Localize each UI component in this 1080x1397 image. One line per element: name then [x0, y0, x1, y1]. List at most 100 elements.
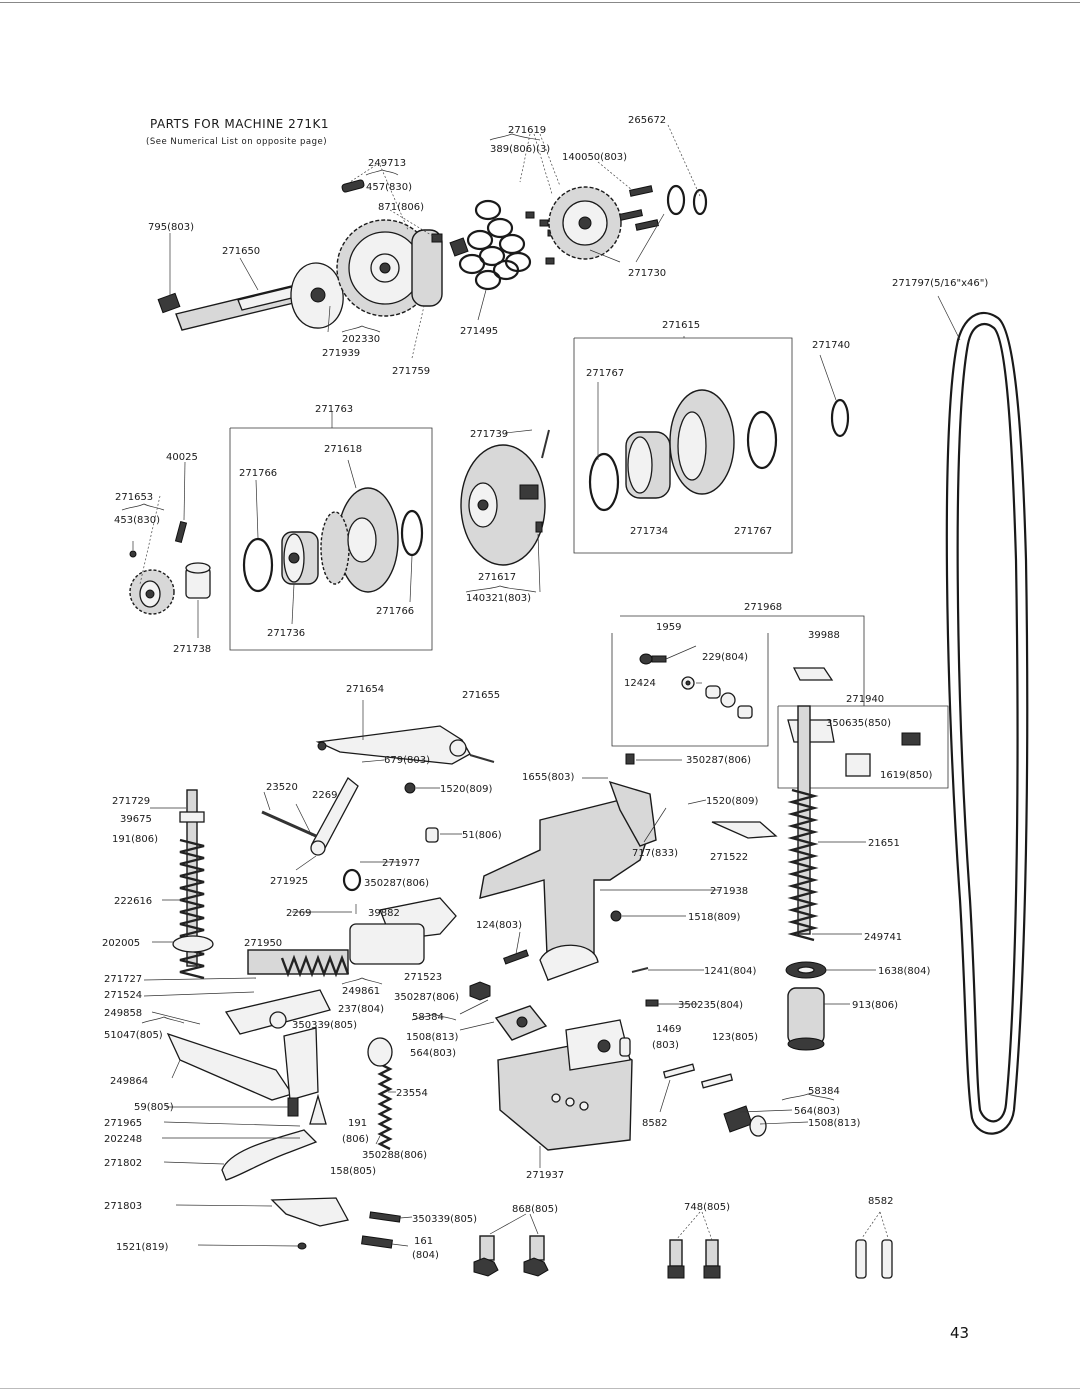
group-box-271763 [229, 427, 433, 651]
label-271739: 271739 [470, 429, 508, 440]
ring-271740 [830, 398, 850, 438]
block-58384-a [494, 1005, 548, 1041]
label-271655: 271655 [462, 690, 500, 701]
frame-271938 [479, 780, 657, 982]
spring-222616 [179, 838, 205, 980]
nut-1508-a [469, 981, 491, 1001]
label-271727: 271727 [104, 974, 142, 985]
label-271618: 271618 [324, 444, 362, 455]
ring-271767-right [746, 410, 778, 470]
label-271740: 271740 [812, 340, 850, 351]
label-51047: 51047(805) [104, 1030, 163, 1041]
label-124: 124(803) [476, 920, 522, 931]
label-271937: 271937 [526, 1170, 564, 1181]
screw-350235 [645, 999, 659, 1007]
label-1619: 1619(850) [880, 770, 932, 781]
label-271803: 271803 [104, 1201, 142, 1212]
label-158: 158(805) [330, 1166, 376, 1177]
label-21651: 21651 [868, 838, 900, 849]
page-number: 43 [950, 1324, 969, 1342]
screws-748 [667, 1239, 721, 1279]
label-2269-bottom: 2269 [286, 908, 311, 919]
label-271766-top: 271766 [239, 468, 277, 479]
label-249713: 249713 [368, 158, 406, 169]
label-271729: 271729 [112, 796, 150, 807]
group-box-271968 [620, 615, 865, 706]
label-803: (803) [652, 1040, 679, 1051]
label-350288: 350288(806) [362, 1150, 427, 1161]
label-271617: 271617 [478, 572, 516, 583]
label-40025: 40025 [166, 452, 198, 463]
label-271736: 271736 [267, 628, 305, 639]
gear-271759 [336, 219, 443, 317]
label-806: (806) [342, 1134, 369, 1145]
label-1520-right: 1520(809) [706, 796, 758, 807]
gear-pulley-271618 [320, 487, 399, 593]
nut-1518 [610, 910, 622, 922]
label-350339-b: 350339(805) [412, 1214, 477, 1225]
label-1520-left: 1520(809) [440, 784, 492, 795]
label-271654: 271654 [346, 684, 384, 695]
label-271524: 271524 [104, 990, 142, 1001]
label-1518: 1518(809) [688, 912, 740, 923]
screws-140050 [619, 185, 659, 231]
pulley-271617 [460, 444, 546, 566]
drive-belt [945, 311, 1029, 1135]
label-271763: 271763 [315, 404, 353, 415]
label-140321: 140321(803) [466, 593, 531, 604]
nut-1638 [785, 961, 827, 979]
label-350287-c: 350287(806) [394, 992, 459, 1003]
label-8582-b: 8582 [868, 1196, 893, 1207]
part-labels: 265672 271619 389(806)(3) 140050(803) 24… [102, 115, 988, 1261]
label-58384-b: 58384 [808, 1086, 840, 1097]
label-249741: 249741 [864, 932, 902, 943]
label-871: 871(806) [378, 202, 424, 213]
label-1508-b: 1508(813) [808, 1118, 860, 1129]
label-271619: 271619 [508, 125, 546, 136]
label-564-b: 564(803) [794, 1106, 840, 1117]
nut-1520-left [404, 782, 416, 794]
knob-913 [787, 987, 825, 1051]
label-271653: 271653 [115, 492, 153, 503]
label-271523: 271523 [404, 972, 442, 983]
label-913: 913(806) [852, 1000, 898, 1011]
foot-271937 [497, 1019, 633, 1151]
label-12424: 12424 [624, 678, 656, 689]
label-271950: 271950 [244, 938, 282, 949]
collar-202005 [172, 935, 214, 953]
shaft-271650 [157, 283, 307, 331]
label-271615: 271615 [662, 320, 700, 331]
gear-271653 [129, 569, 175, 615]
washer-271977 [342, 868, 362, 892]
label-271965: 271965 [104, 1118, 142, 1129]
lever-271802 [221, 1129, 318, 1181]
label-271767-top: 271767 [586, 368, 624, 379]
label-350287-b: 350287(806) [364, 878, 429, 889]
label-161: 161 [414, 1236, 433, 1247]
label-350287-a: 350287(806) [686, 755, 751, 766]
label-39882: 39882 [368, 908, 400, 919]
label-140050: 140050(803) [562, 152, 627, 163]
label-350635: 350635(850) [826, 718, 891, 729]
label-564-a: 564(803) [410, 1048, 456, 1059]
pin-271655 [469, 754, 495, 763]
spring-23554 [367, 1037, 393, 1151]
label-350339-a: 350339(805) [292, 1020, 357, 1031]
pins-8582-b [855, 1239, 893, 1279]
bearing-271734 [625, 431, 671, 499]
label-271802: 271802 [104, 1158, 142, 1169]
bottom-border-line [0, 1388, 1080, 1389]
label-8582-a: 8582 [642, 1118, 667, 1129]
screw-350339-b [369, 1211, 401, 1223]
label-271938: 271938 [710, 886, 748, 897]
label-271925: 271925 [270, 876, 308, 887]
top-border-line [0, 2, 1080, 3]
page-subtitle: (See Numerical List on opposite page) [146, 137, 327, 147]
pins-8582-a [662, 1063, 734, 1089]
screw-453 [129, 550, 137, 558]
label-1521: 1521(819) [116, 1242, 168, 1253]
label-191-a: 191(806) [112, 834, 158, 845]
label-2269-top: 2269 [312, 790, 337, 801]
